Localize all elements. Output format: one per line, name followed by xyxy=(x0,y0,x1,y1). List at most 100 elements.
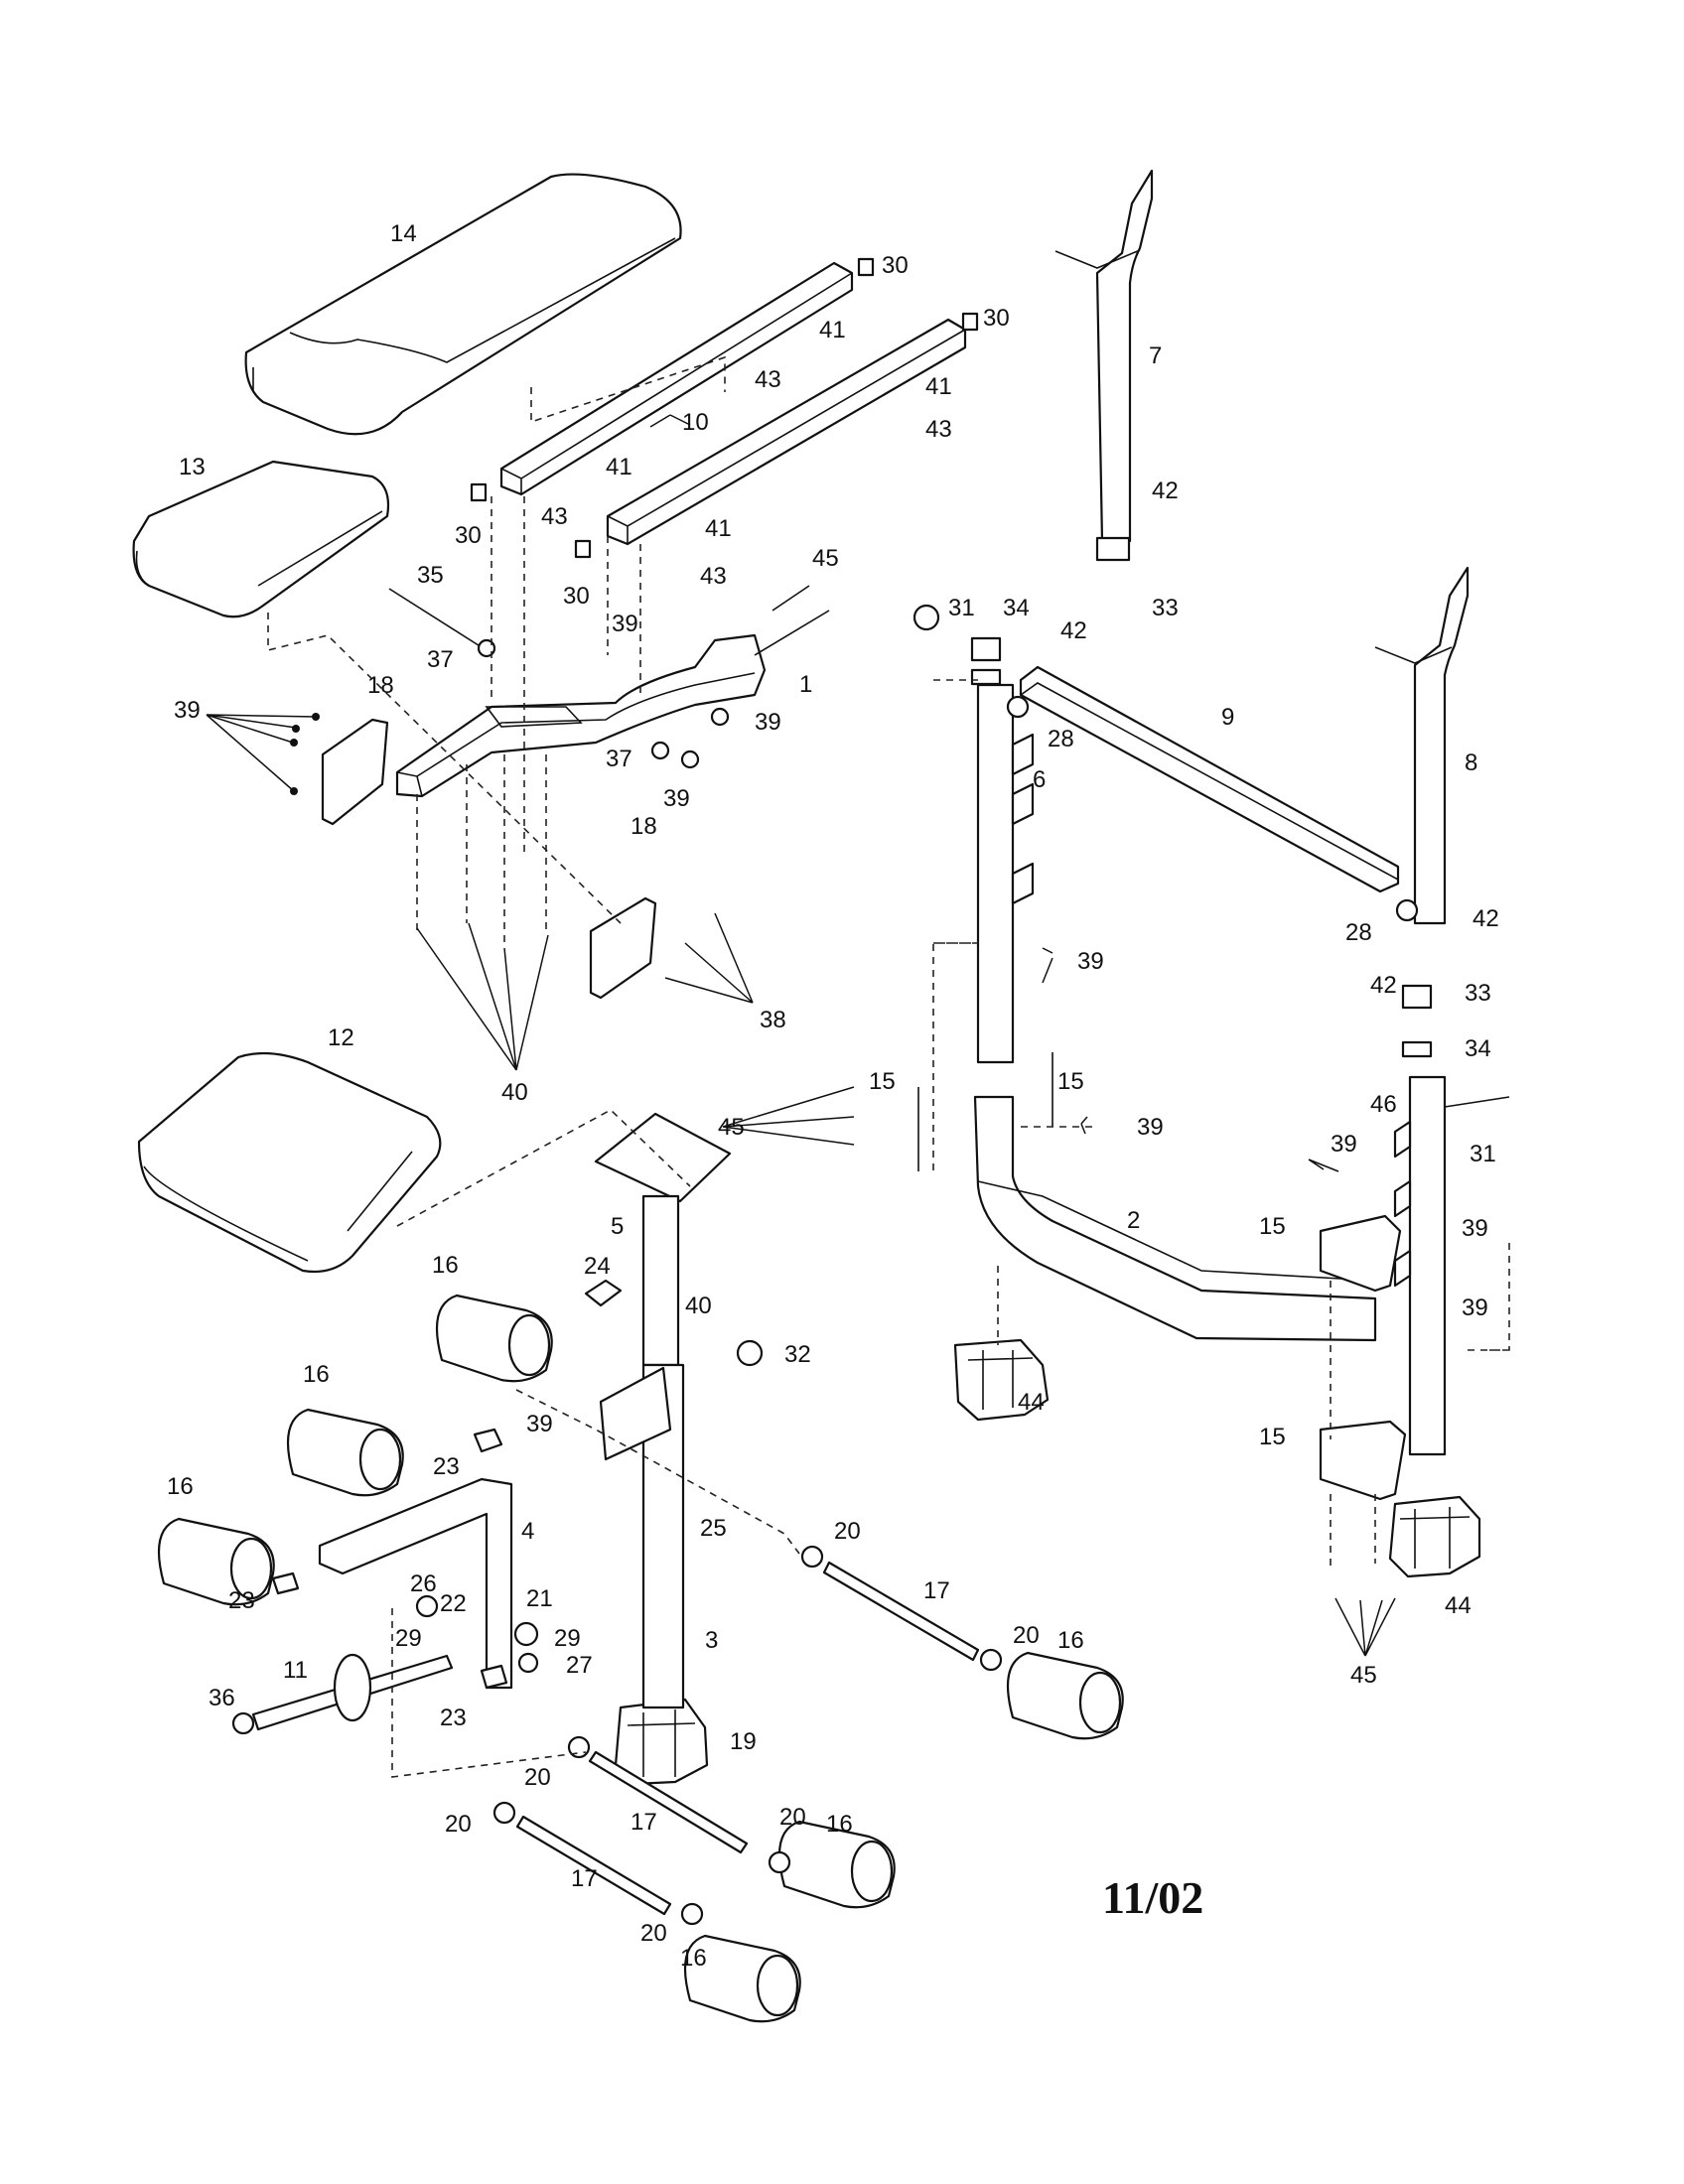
callout-23: 23 xyxy=(433,1453,460,1480)
callout-19: 19 xyxy=(730,1728,757,1755)
callout-10: 10 xyxy=(682,409,709,436)
callout-41: 41 xyxy=(606,454,632,480)
callout-15: 15 xyxy=(1057,1068,1084,1095)
callout-20: 20 xyxy=(445,1811,472,1838)
callout-30: 30 xyxy=(563,583,590,610)
part-10-seat-rails xyxy=(499,261,967,546)
callout-12: 12 xyxy=(328,1024,354,1051)
callout-33: 33 xyxy=(1465,980,1491,1007)
callout-43: 43 xyxy=(700,563,727,590)
callout-8: 8 xyxy=(1465,750,1477,776)
callout-3: 3 xyxy=(705,1627,718,1654)
callout-leaders xyxy=(206,414,1396,1657)
callout-17: 17 xyxy=(571,1865,598,1892)
callout-5: 5 xyxy=(611,1213,624,1240)
callout-32: 32 xyxy=(784,1341,811,1368)
part-3-main-post xyxy=(599,1363,685,1709)
part-9-crossbar xyxy=(1019,665,1400,893)
callout-18: 18 xyxy=(631,813,657,840)
callout-40: 40 xyxy=(685,1293,712,1319)
callout-20: 20 xyxy=(834,1518,861,1545)
part-12-preacher-pad xyxy=(137,1051,442,1274)
callout-34: 34 xyxy=(1465,1035,1491,1062)
part-11-weight-post xyxy=(251,1653,454,1731)
callout-16: 16 xyxy=(432,1252,459,1279)
callout-39: 39 xyxy=(174,697,201,724)
callout-44: 44 xyxy=(1445,1592,1472,1619)
part-44-front-foot xyxy=(953,1338,1050,1422)
callout-30: 30 xyxy=(455,522,482,549)
callout-21: 21 xyxy=(526,1585,553,1612)
callout-42: 42 xyxy=(1370,972,1397,999)
callout-33: 33 xyxy=(1152,595,1179,621)
part-5-preacher-post xyxy=(594,1112,732,1367)
callout-39: 39 xyxy=(1137,1114,1164,1141)
callout-15: 15 xyxy=(1259,1424,1286,1450)
callout-23: 23 xyxy=(228,1587,255,1614)
callout-43: 43 xyxy=(541,503,568,530)
callout-36: 36 xyxy=(209,1685,235,1711)
callout-16: 16 xyxy=(167,1473,194,1500)
callout-9: 9 xyxy=(1221,704,1234,731)
part-1-seat-frame xyxy=(395,633,767,798)
callout-20: 20 xyxy=(1013,1622,1040,1649)
callout-30: 30 xyxy=(882,252,909,279)
callout-16: 16 xyxy=(303,1361,330,1388)
callout-46: 46 xyxy=(1370,1091,1397,1118)
callout-35: 35 xyxy=(417,562,444,589)
callout-20: 20 xyxy=(640,1920,667,1947)
callout-11: 11 xyxy=(283,1657,308,1684)
part-16-rollers xyxy=(157,1294,1124,2023)
callout-7: 7 xyxy=(1149,342,1162,369)
callout-14: 14 xyxy=(390,220,417,247)
callout-42: 42 xyxy=(1060,617,1087,644)
callout-25: 25 xyxy=(700,1515,727,1542)
callout-42: 42 xyxy=(1473,905,1499,932)
callout-labels: 14 30 30 41 43 41 43 10 7 42 42 33 13 30… xyxy=(167,220,1499,1972)
callout-16: 16 xyxy=(826,1811,853,1838)
callout-31: 31 xyxy=(948,595,975,621)
callout-28: 28 xyxy=(1048,726,1074,752)
callout-22: 22 xyxy=(440,1590,467,1617)
callout-24: 24 xyxy=(584,1253,611,1280)
part-17-tubes xyxy=(515,1561,980,1916)
callout-41: 41 xyxy=(925,373,952,400)
callout-27: 27 xyxy=(566,1652,593,1679)
callout-38: 38 xyxy=(760,1007,786,1033)
callout-30: 30 xyxy=(983,305,1010,332)
part-14-back-pad xyxy=(244,173,682,436)
callout-39: 39 xyxy=(1462,1215,1488,1242)
callout-45: 45 xyxy=(1350,1662,1377,1689)
callout-41: 41 xyxy=(819,317,846,343)
callout-42: 42 xyxy=(1152,478,1179,504)
callout-39: 39 xyxy=(1462,1295,1488,1321)
part-46-rear-upright xyxy=(1393,1075,1447,1456)
callout-16: 16 xyxy=(1057,1627,1084,1654)
callout-37: 37 xyxy=(606,746,632,772)
callout-39: 39 xyxy=(1331,1131,1357,1158)
callout-1: 1 xyxy=(799,671,812,698)
part-6-upright-tube xyxy=(976,683,1035,1064)
callout-41: 41 xyxy=(705,515,732,542)
callout-15: 15 xyxy=(869,1068,896,1095)
callout-44: 44 xyxy=(1018,1389,1045,1416)
part-8-right-upright xyxy=(1374,566,1470,925)
callout-28: 28 xyxy=(1345,919,1372,946)
callout-16: 16 xyxy=(680,1945,707,1972)
callout-37: 37 xyxy=(427,646,454,673)
callout-29: 29 xyxy=(395,1625,422,1652)
callout-15: 15 xyxy=(1259,1213,1286,1240)
callout-23: 23 xyxy=(440,1705,467,1731)
callout-17: 17 xyxy=(923,1577,950,1604)
part-44-rear-foot xyxy=(1388,1495,1481,1578)
callout-39: 39 xyxy=(663,785,690,812)
callout-39: 39 xyxy=(526,1411,553,1437)
callout-4: 4 xyxy=(521,1518,534,1545)
part-7-left-upright xyxy=(1054,169,1154,562)
callout-20: 20 xyxy=(779,1804,806,1831)
callout-39: 39 xyxy=(1077,948,1104,975)
callout-45: 45 xyxy=(718,1114,745,1141)
callout-13: 13 xyxy=(179,454,206,480)
callout-2: 2 xyxy=(1127,1207,1140,1234)
